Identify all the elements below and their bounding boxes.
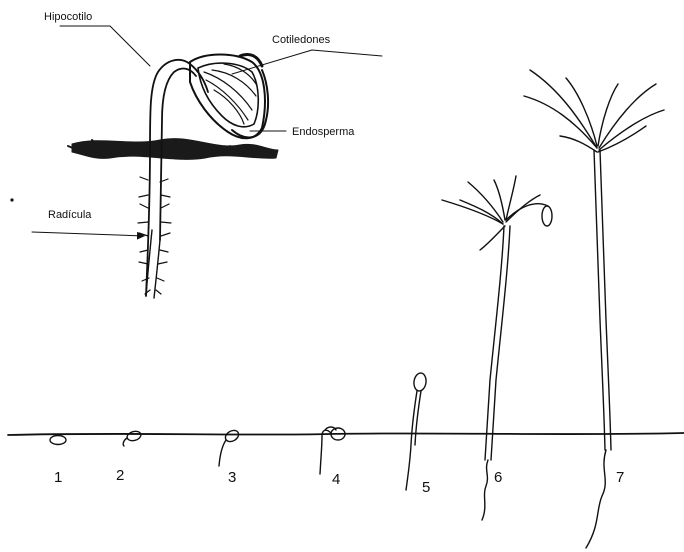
soil-band bbox=[72, 139, 278, 160]
label-endosperm: Endosperma bbox=[292, 126, 355, 138]
hypocotyl-stem bbox=[146, 60, 208, 296]
ground-line bbox=[8, 433, 684, 435]
stage-label-4: 4 bbox=[332, 471, 340, 488]
stage-5-seedling bbox=[406, 372, 427, 490]
stage-2-seedling bbox=[123, 430, 142, 446]
stage-label-1: 1 bbox=[54, 469, 62, 486]
stray-dot bbox=[10, 198, 13, 201]
stage-label-7: 7 bbox=[616, 469, 624, 486]
stage-label-5: 5 bbox=[422, 479, 430, 496]
stage-numbers: 1 2 3 4 5 6 7 bbox=[54, 467, 624, 496]
hypocotyl-pointer bbox=[60, 26, 150, 66]
cotyledons-pointer bbox=[232, 50, 382, 74]
radicle-pointer bbox=[32, 232, 144, 236]
stage-7-seedling bbox=[524, 70, 664, 548]
label-hypocotyl: Hipocotilo bbox=[44, 11, 92, 23]
label-cotyledons: Cotiledones bbox=[272, 34, 331, 46]
label-radicle: Radícula bbox=[48, 209, 92, 221]
stage-1-seed bbox=[50, 436, 66, 445]
stage-label-3: 3 bbox=[228, 469, 236, 486]
stage-label-2: 2 bbox=[116, 467, 124, 484]
enlarged-seedling bbox=[32, 26, 382, 298]
stage-label-6: 6 bbox=[494, 469, 502, 486]
